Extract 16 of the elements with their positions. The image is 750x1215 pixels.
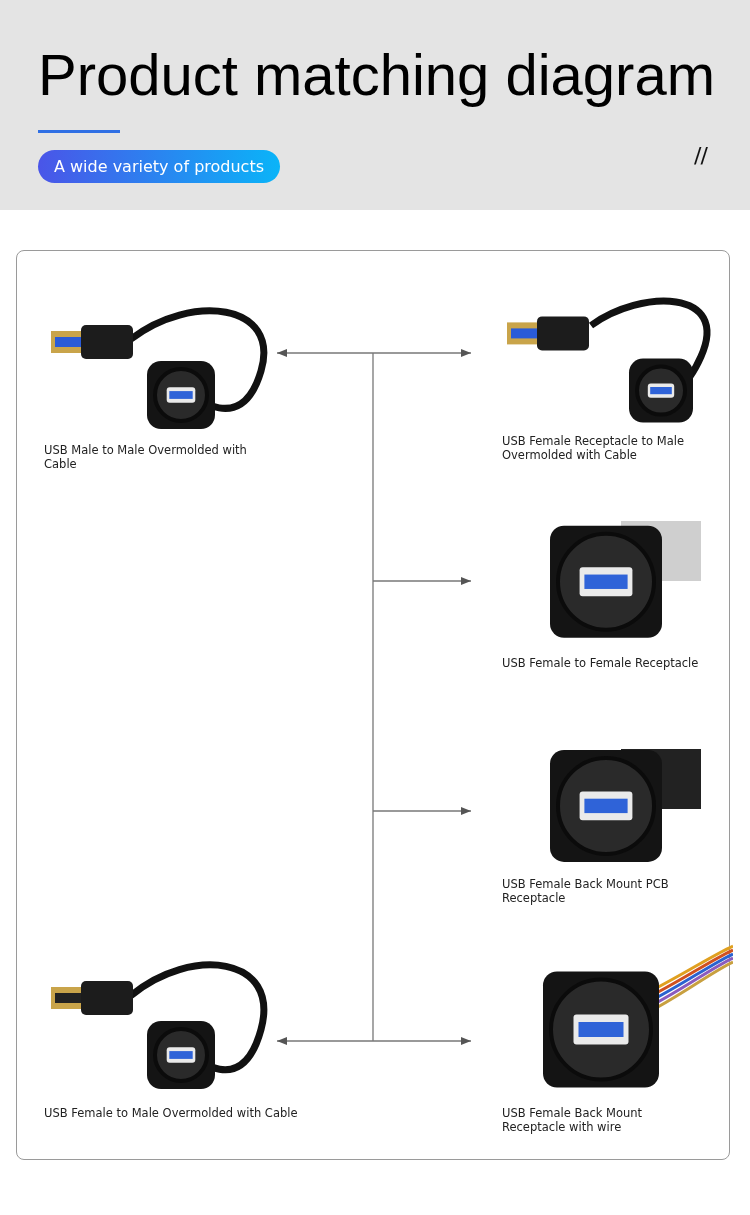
arrow bbox=[372, 349, 472, 357]
product-caption: USB Female Receptacle to Male Overmolded with Cable bbox=[502, 434, 685, 462]
product-caption: USB Male to Male Overmolded with Cable bbox=[44, 443, 248, 471]
page-title: Product matching diagram bbox=[38, 41, 715, 109]
slash-mark: // bbox=[694, 143, 707, 170]
arrow bbox=[276, 349, 374, 357]
subtitle-pill: A wide variety of products bbox=[38, 150, 280, 183]
product-caption: USB Female Back Mount Receptacle with wire bbox=[502, 1106, 644, 1134]
product-caption: USB Female to Male Overmolded with Cable bbox=[44, 1106, 299, 1120]
arrow bbox=[372, 1037, 472, 1045]
product-caption: USB Female to Female Receptacle bbox=[502, 656, 700, 670]
arrow bbox=[372, 577, 472, 585]
arrow bbox=[276, 1037, 374, 1045]
product-caption: USB Female Back Mount PCB Receptacle bbox=[502, 877, 670, 905]
connector-trunk bbox=[372, 352, 374, 1042]
arrow bbox=[372, 807, 472, 815]
